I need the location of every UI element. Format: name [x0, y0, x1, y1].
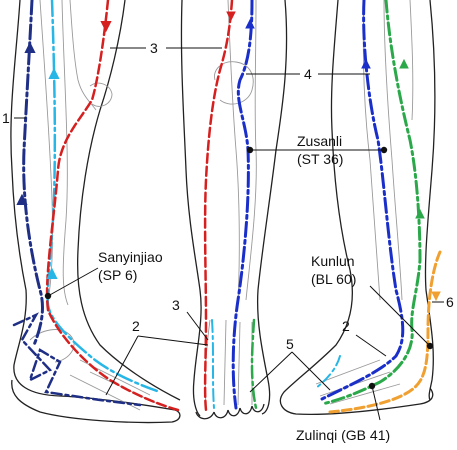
gallbladder-channel-right	[320, 0, 422, 406]
right-leg-outline-back	[424, 0, 436, 401]
channel-number-3-top: 3	[150, 40, 158, 56]
liver-arrow	[48, 67, 60, 79]
sanyinjiao-code: (SP 6)	[98, 267, 137, 283]
left-leg-medial-view	[10, 0, 181, 424]
leader-lines	[14, 47, 444, 421]
channel-number-1: 1	[2, 110, 10, 126]
zusanli-name: Zusanli	[297, 133, 342, 149]
left-knee-cap	[89, 82, 113, 107]
stomach-arrow-center	[226, 11, 236, 22]
right-leg-outline-front	[279, 0, 434, 416]
channel-number-4: 4	[304, 66, 312, 82]
right-leg-channels	[315, 0, 442, 414]
gallbladder-arrow-right	[399, 58, 409, 69]
bladder-arrow-center	[245, 18, 255, 29]
leader-2-right	[355, 334, 387, 357]
spleen-arrow	[16, 193, 28, 205]
liver-channel-line	[46, 0, 162, 394]
leader-5-b	[291, 351, 331, 391]
left-leg-channels	[12, 0, 180, 412]
right-leg-lateral-view	[279, 0, 436, 416]
right-tibia	[362, 0, 403, 301]
spleen-channel-foot-loop	[12, 312, 142, 407]
leader-2-left-b	[137, 335, 209, 346]
leader-kunlun	[369, 285, 431, 347]
bladder-arrow-right	[361, 58, 371, 69]
spleen-arrow	[24, 41, 36, 53]
channel-number-2-left: 2	[132, 318, 140, 334]
sanyinjiao-name: Sanyinjiao	[98, 249, 163, 265]
stomach-channel-line	[45, 0, 180, 412]
labels: 1 3 4 2 3 5 2 6 Sanyinjiao (SP 6) Zusanl…	[2, 40, 454, 443]
left-leg-outline	[10, 0, 181, 424]
channel-number-3-mid: 3	[172, 297, 180, 313]
bladder-channel-center	[231, 0, 254, 410]
channel-number-6: 6	[446, 294, 454, 310]
spleen-channel-line	[22, 0, 44, 347]
leader-2-left-a	[105, 335, 139, 396]
gallbladder-arrow-right	[415, 208, 425, 219]
right-fibula	[409, 0, 414, 121]
bladder-channel-right	[318, 0, 405, 402]
channel-number-2-right: 2	[342, 318, 350, 334]
center-leg-outline-right	[256, 0, 288, 415]
center-toes	[195, 403, 265, 420]
kidney-channel-right	[328, 250, 442, 414]
leader-zulinqi	[371, 385, 381, 421]
channel-number-5: 5	[286, 336, 294, 352]
zusanli-code: (ST 36)	[297, 151, 343, 167]
left-leg-back-outline	[77, 0, 181, 401]
center-leg-channels	[203, 0, 258, 412]
liver-channel-center	[211, 319, 215, 409]
center-leg-outline-left	[180, 0, 202, 417]
zulinqi-label: Zulinqi (GB 41)	[296, 427, 390, 443]
liver-channel-right	[315, 355, 341, 389]
leader-3-mid	[186, 311, 209, 341]
leader-5-a	[249, 351, 293, 393]
stomach-arrow	[100, 21, 112, 33]
liver-arrow	[46, 267, 58, 279]
kunlun-name: Kunlun	[311, 253, 355, 269]
stomach-channel-center	[203, 0, 234, 412]
left-fibula	[69, 0, 97, 111]
kunlun-code: (BL 60)	[311, 271, 356, 287]
kidney-arrow-right	[431, 291, 441, 302]
gallbladder-channel-center	[250, 318, 258, 410]
left-tibia	[39, 0, 69, 306]
leader-sanyinjiao	[47, 267, 99, 297]
